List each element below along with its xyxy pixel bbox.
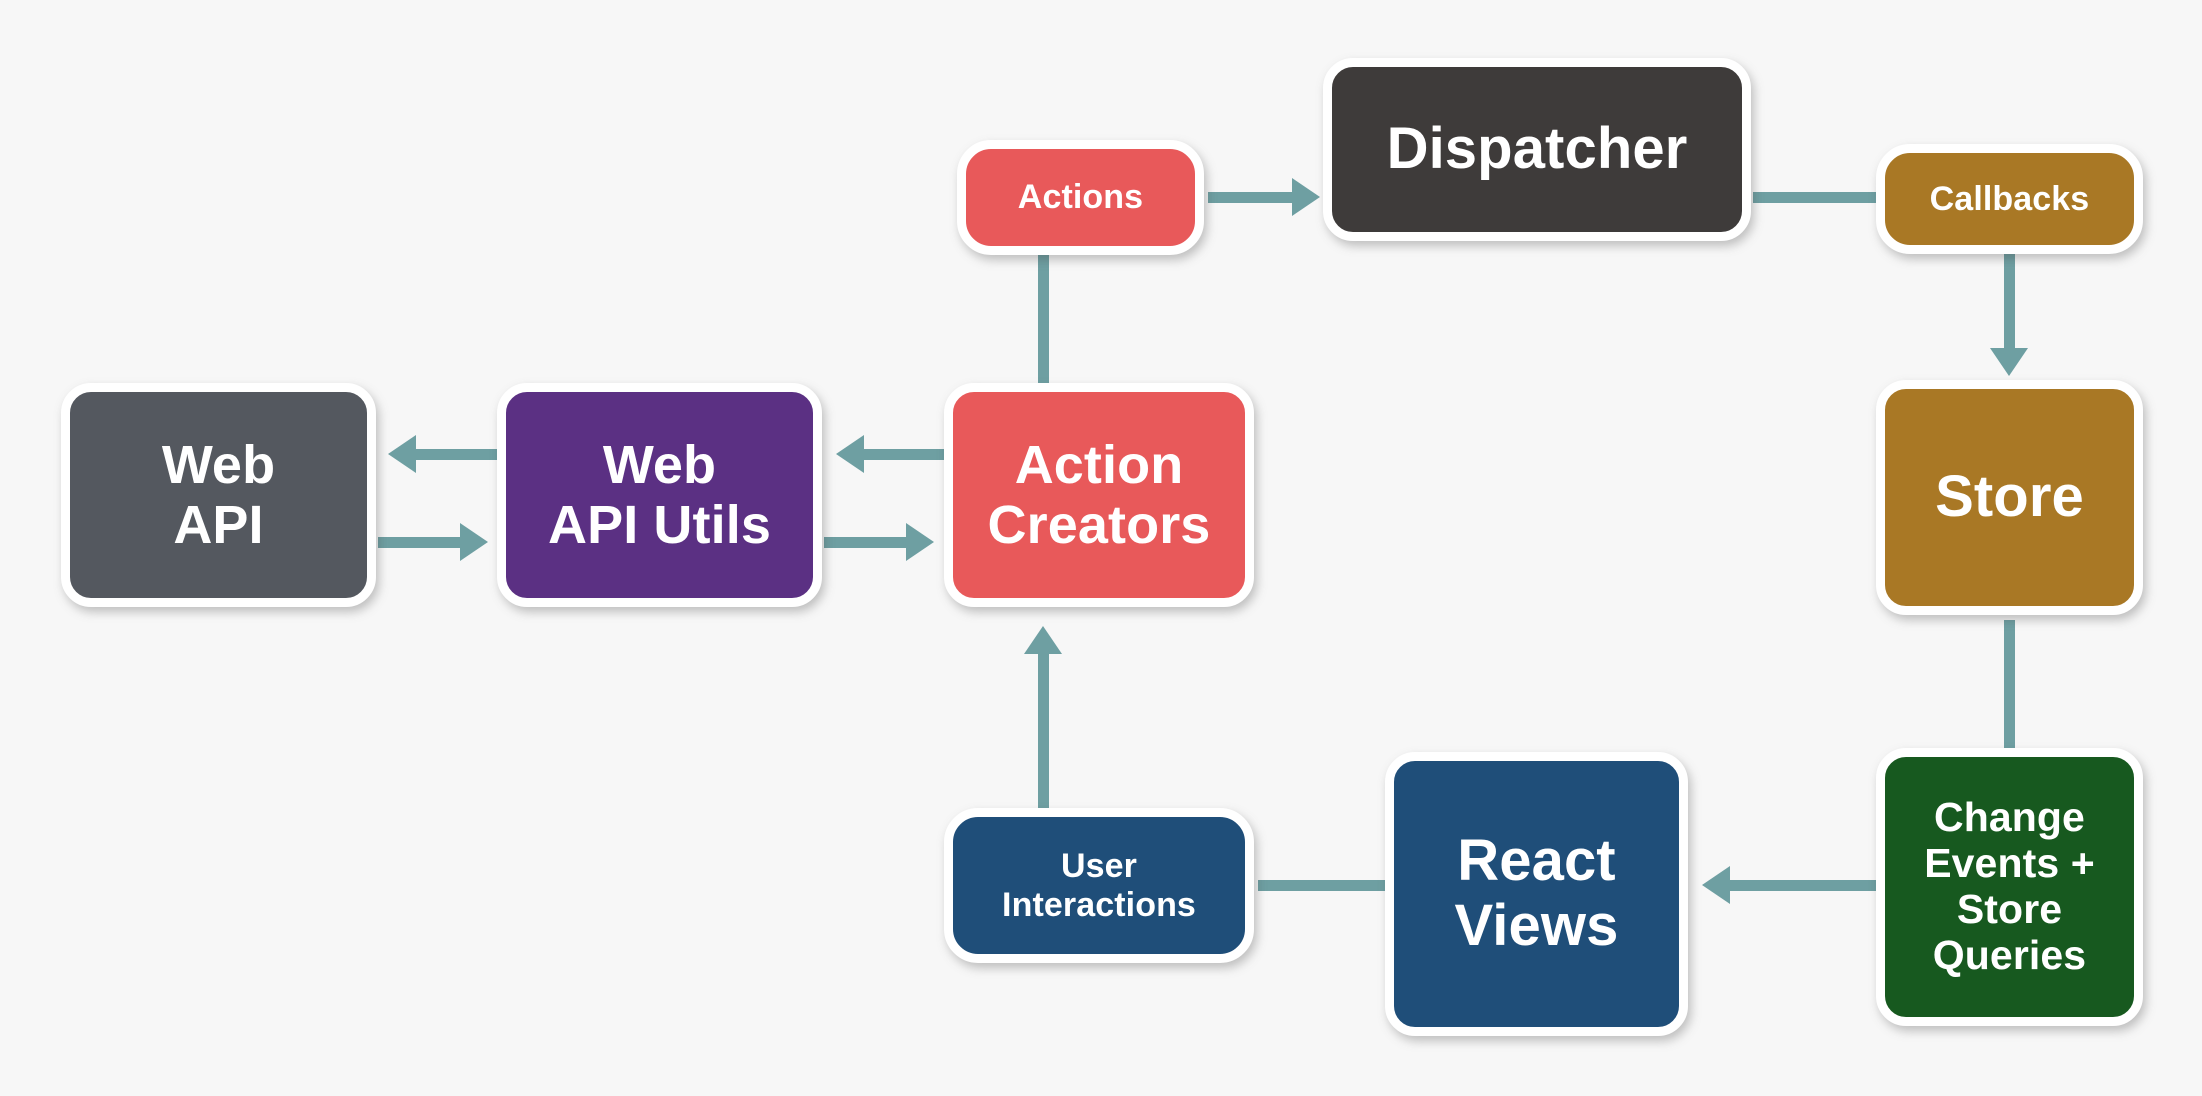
edge-web-api-utils-to-action-creators xyxy=(824,537,908,548)
node-dispatcher[interactable]: Dispatcher xyxy=(1323,58,1751,241)
edge-web-api-utils-to-web-api xyxy=(412,449,502,460)
node-action-creators-label: Action Creators xyxy=(987,434,1211,555)
node-web-api[interactable]: Web API xyxy=(61,383,376,607)
edge-dispatcher-to-callbacks xyxy=(1753,192,1883,203)
edge-action-creators-to-web-api-utils xyxy=(860,449,948,460)
node-web-api-utils[interactable]: Web API Utils xyxy=(497,383,822,607)
node-web-api-utils-label: Web API Utils xyxy=(548,434,771,555)
arrowhead-actions-to-dispatcher xyxy=(1292,178,1320,216)
edge-react-views-to-user-interactions xyxy=(1258,880,1386,891)
edge-change-events-to-react-views xyxy=(1726,880,1881,891)
node-dispatcher-label: Dispatcher xyxy=(1386,116,1688,182)
edge-callbacks-to-store xyxy=(2004,253,2015,357)
node-user-interactions-label: User Interactions xyxy=(1002,847,1196,924)
node-store[interactable]: Store xyxy=(1876,380,2143,615)
node-change-events-store-queries[interactable]: Change Events + Store Queries xyxy=(1876,748,2143,1026)
node-actions[interactable]: Actions xyxy=(957,140,1204,255)
arrowhead-web-api-utils-to-action-creators xyxy=(906,523,934,561)
node-change-events-store-queries-label: Change Events + Store Queries xyxy=(1924,794,2095,978)
node-react-views[interactable]: React Views xyxy=(1385,752,1688,1036)
node-action-creators[interactable]: Action Creators xyxy=(944,383,1254,607)
edge-actions-to-dispatcher xyxy=(1208,192,1294,203)
arrowhead-action-creators-to-web-api-utils xyxy=(836,435,864,473)
arrowhead-web-api-to-web-api-utils xyxy=(460,523,488,561)
edge-web-api-to-web-api-utils xyxy=(378,537,462,548)
node-react-views-label: React Views xyxy=(1454,828,1619,958)
arrowhead-user-interactions-to-action-creators xyxy=(1024,626,1062,654)
arrowhead-callbacks-to-store xyxy=(1990,348,2028,376)
edge-action-creators-to-actions xyxy=(1038,255,1049,387)
arrowhead-change-events-to-react-views xyxy=(1702,866,1730,904)
node-callbacks[interactable]: Callbacks xyxy=(1876,144,2143,254)
arrowhead-web-api-utils-to-web-api xyxy=(388,435,416,473)
node-store-label: Store xyxy=(1935,464,2084,530)
node-actions-label: Actions xyxy=(1017,178,1144,217)
edge-user-interactions-to-action-creators xyxy=(1038,653,1049,811)
node-callbacks-label: Callbacks xyxy=(1929,179,2090,218)
node-user-interactions[interactable]: User Interactions xyxy=(944,808,1254,963)
node-web-api-label: Web API xyxy=(161,434,276,555)
edge-store-to-change-events xyxy=(2004,620,2015,750)
